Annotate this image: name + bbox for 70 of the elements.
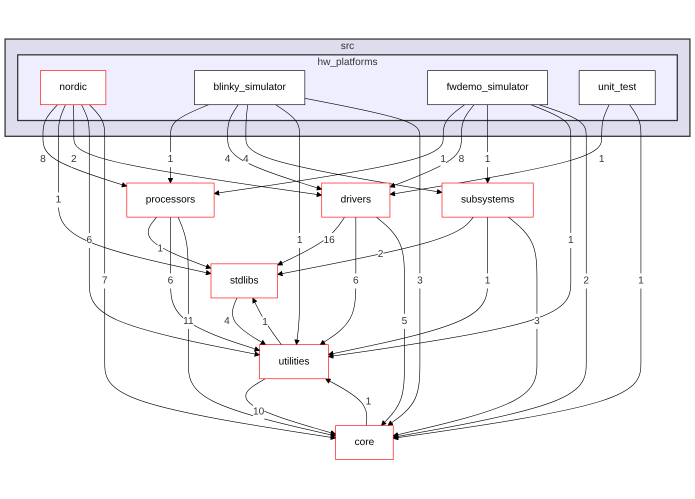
- arrow: [252, 298, 282, 346]
- arrow: [277, 216, 345, 266]
- arrow: [390, 104, 474, 188]
- arrow: [392, 216, 538, 438]
- node-box: drivers: [321, 182, 390, 218]
- edge-label: 5: [402, 316, 408, 327]
- arrow: [246, 378, 336, 436]
- edge-label: 2: [378, 249, 384, 260]
- edge-label: 2: [71, 154, 77, 165]
- arrow: [275, 104, 300, 346]
- edge-label: 4: [224, 316, 230, 327]
- arrow: [170, 216, 260, 352]
- edge-label: 6: [168, 275, 174, 286]
- edge-label: 8: [458, 154, 464, 165]
- edge-label: 6: [86, 234, 92, 246]
- edge-label: 4: [243, 154, 249, 165]
- arrow: [227, 104, 322, 191]
- arrow: [328, 104, 572, 359]
- arrow: [325, 378, 368, 426]
- edge-label: 1: [366, 396, 372, 408]
- arrow: [232, 298, 266, 346]
- edge-label: 16: [324, 234, 335, 246]
- arrow: [328, 216, 488, 356]
- arrow: [148, 216, 212, 270]
- edge-label: 1: [484, 154, 490, 165]
- node-box: core: [335, 425, 394, 460]
- edge-label: 1: [56, 194, 62, 206]
- node-box: processors: [126, 182, 214, 218]
- node-box: unit_test: [578, 70, 656, 106]
- edge-label: 7: [102, 275, 108, 286]
- arrow: [484, 104, 490, 184]
- edge-label: 1: [484, 275, 490, 286]
- edge-label: 1: [568, 234, 574, 246]
- edge-label: 1: [638, 275, 644, 286]
- edge-label: 3: [534, 316, 540, 327]
- edge-label: 10: [253, 406, 264, 417]
- arrow: [376, 216, 405, 426]
- node-box: fwdemo_simulator: [427, 70, 548, 106]
- node-box: stdlibs: [210, 264, 278, 298]
- edge-label: 1: [262, 317, 268, 328]
- arrow: [168, 104, 209, 184]
- arrow: [214, 104, 465, 196]
- edge-label: 1: [440, 154, 446, 165]
- arrow: [277, 216, 474, 276]
- node-box: nordic: [40, 70, 106, 106]
- edge-label: 3: [417, 275, 423, 286]
- edge-label: 11: [183, 316, 194, 327]
- node-box: subsystems: [442, 182, 534, 218]
- arrow: [304, 98, 420, 426]
- edge-label: 1: [598, 154, 604, 165]
- node-box: blinky_simulator: [194, 70, 306, 106]
- edge-label: 1: [296, 234, 302, 246]
- arrow: [42, 104, 128, 188]
- edge-label: 2: [583, 275, 590, 286]
- arrow: [73, 104, 322, 198]
- edge-label: 1: [168, 154, 174, 165]
- arrow: [81, 104, 260, 357]
- node-box: utilities: [259, 344, 329, 380]
- arrow: [390, 104, 610, 197]
- edge-label: 4: [224, 154, 230, 165]
- edge-label: 8: [40, 154, 46, 165]
- edge-label: 1: [157, 244, 164, 254]
- edge-label: 6: [353, 275, 359, 286]
- arrow: [320, 216, 356, 346]
- arrow: [392, 104, 587, 440]
- arrow: [58, 104, 212, 276]
- arrow: [89, 104, 336, 440]
- arrow: [246, 104, 442, 195]
- arrow: [178, 216, 336, 438]
- arrow: [392, 104, 642, 441]
